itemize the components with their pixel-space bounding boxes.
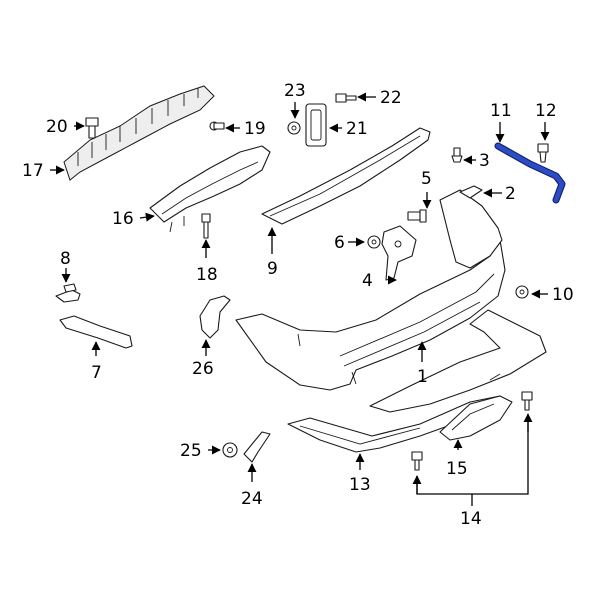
bracket-4-part [381, 225, 417, 281]
callout-5: 5 [421, 169, 432, 189]
lower-valance-part [369, 309, 547, 413]
nut-23 [287, 121, 301, 135]
callout-10: 10 [552, 285, 574, 305]
highlighted-strip-part [494, 142, 566, 204]
callout-1: 1 [417, 367, 428, 387]
bolt-22 [335, 93, 357, 103]
callout-23: 23 [284, 81, 306, 101]
bolt-5 [407, 209, 427, 223]
energy-absorber-part [63, 85, 215, 181]
fastener-12 [537, 143, 549, 163]
callout-7: 7 [91, 363, 102, 383]
callout-3: 3 [479, 151, 490, 171]
callout-15: 15 [446, 459, 468, 479]
nut-6 [367, 235, 381, 249]
side-bracket-part [59, 315, 133, 349]
callout-9: 9 [267, 259, 278, 279]
callout-13: 13 [349, 475, 371, 495]
clip-2 [459, 185, 483, 199]
callout-6: 6 [334, 233, 345, 253]
clip-14-right [521, 391, 533, 411]
plate-21-part [305, 103, 327, 147]
nut-10 [515, 285, 529, 299]
bracket-26-part [199, 295, 231, 339]
bolt-20 [85, 117, 99, 139]
callout-24: 24 [241, 489, 263, 509]
step-pad-part [261, 127, 431, 225]
callout-21: 21 [346, 119, 368, 139]
callout-labels: 1 2 3 4 5 6 7 8 9 10 11 12 13 14 15 16 1… [22, 81, 574, 529]
callout-14: 14 [460, 509, 482, 529]
callout-16: 16 [112, 209, 134, 229]
callout-20: 20 [46, 117, 68, 137]
callout-11: 11 [490, 101, 512, 121]
clip-18 [201, 213, 211, 239]
callout-2: 2 [505, 184, 516, 204]
callout-18: 18 [196, 265, 218, 285]
callout-8: 8 [60, 249, 71, 269]
bumper-cover-part [235, 189, 506, 391]
fastener-3 [451, 147, 463, 163]
bolt-19 [209, 121, 225, 131]
leader-lines [50, 92, 550, 506]
callout-17: 17 [22, 161, 44, 181]
bracket-24-part [243, 431, 271, 463]
callout-26: 26 [192, 359, 214, 379]
callout-19: 19 [244, 119, 266, 139]
callout-22: 22 [380, 88, 402, 108]
reflector-bracket-part [439, 395, 513, 441]
clip-14-left [411, 451, 423, 471]
clip-part [55, 283, 81, 303]
callout-4: 4 [362, 271, 373, 291]
nut-25 [222, 442, 238, 458]
callout-25: 25 [180, 441, 202, 461]
callout-12: 12 [535, 101, 557, 121]
reinforcement-bar-part [149, 145, 271, 233]
